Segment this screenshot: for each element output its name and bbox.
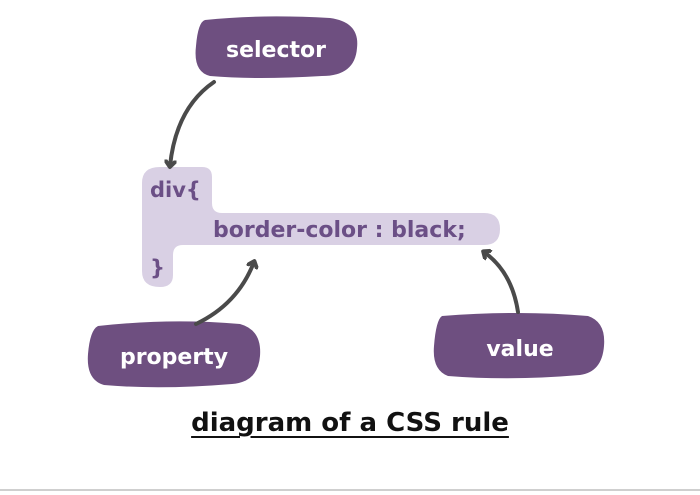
selector-tag: selector <box>195 16 358 78</box>
selector-arrow <box>170 80 216 166</box>
value-arrow <box>484 252 520 314</box>
property-tag: property <box>87 321 261 388</box>
value-label: value <box>486 337 553 362</box>
value-tag-shape <box>433 313 605 379</box>
diagram-caption: diagram of a CSS rule <box>191 408 509 438</box>
code-open-line: div{ <box>150 178 201 202</box>
selector-tag-shape <box>195 16 358 78</box>
code-block-background <box>142 167 500 287</box>
selector-label: selector <box>226 38 326 63</box>
property-tag-shape <box>87 321 261 388</box>
code-declaration: border-color : black; <box>213 218 466 243</box>
value-tag: value <box>433 313 605 379</box>
bottom-divider <box>0 489 700 491</box>
property-label: property <box>120 345 228 370</box>
property-arrow <box>194 262 254 326</box>
code-close-line: } <box>150 256 165 280</box>
